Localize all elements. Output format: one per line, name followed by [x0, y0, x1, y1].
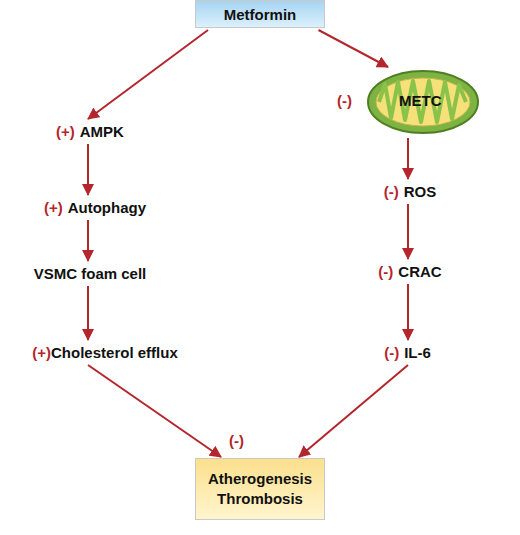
node-label: CRAC — [398, 263, 441, 280]
arrow-connector — [407, 138, 409, 179]
node-label: Atherogenesis Thrombosis — [205, 469, 315, 509]
effect-sign: (-) — [337, 92, 352, 109]
pathway-step: (+) AMPK — [40, 120, 140, 142]
matrix — [376, 78, 470, 126]
node-label: METC — [399, 92, 442, 109]
node-label: AMPK — [80, 123, 124, 140]
cristae — [379, 81, 466, 122]
arrow-connector — [87, 286, 89, 340]
effect-sign: (+) — [56, 123, 75, 140]
arrow-connector — [299, 365, 408, 457]
effect-sign: (-) — [384, 183, 399, 200]
effect-sign: (-) — [229, 432, 244, 449]
effect-sign: (-) — [378, 263, 393, 280]
mitochondrion: (-) METC — [335, 68, 480, 136]
arrow-connector — [87, 220, 89, 261]
pathway-step: VSMC foam cell — [25, 262, 155, 284]
node-label: ROS — [404, 183, 437, 200]
node-label: IL-6 — [404, 344, 431, 361]
node-label: Metformin — [224, 6, 297, 23]
arrow-connector — [88, 365, 221, 457]
pathway-step: (-) ROS — [360, 180, 460, 202]
outer-membrane — [368, 71, 478, 133]
pathway-step: (+) Autophagy — [30, 196, 160, 218]
arrow-connector — [87, 144, 89, 195]
effect-sign: (-) — [384, 344, 399, 361]
pathway-step: (-) CRAC — [355, 260, 465, 282]
node-label: VSMC foam cell — [34, 265, 147, 282]
pathway-step: (+)Cholesterol efflux — [5, 341, 205, 363]
node-label: Cholesterol efflux — [51, 344, 178, 361]
pathway-step: (-) IL-6 — [355, 341, 460, 363]
arrow-connector — [407, 204, 409, 259]
node-label: Autophagy — [68, 199, 146, 216]
arrow-connector — [88, 30, 208, 119]
effect-sign: (+) — [32, 344, 51, 361]
effect-sign: (+) — [44, 199, 63, 216]
outcome-box: Atherogenesis Thrombosis — [195, 458, 325, 520]
arrow-connector — [319, 30, 389, 67]
arrow-connector — [407, 284, 409, 340]
drug-box: Metformin — [195, 0, 325, 28]
